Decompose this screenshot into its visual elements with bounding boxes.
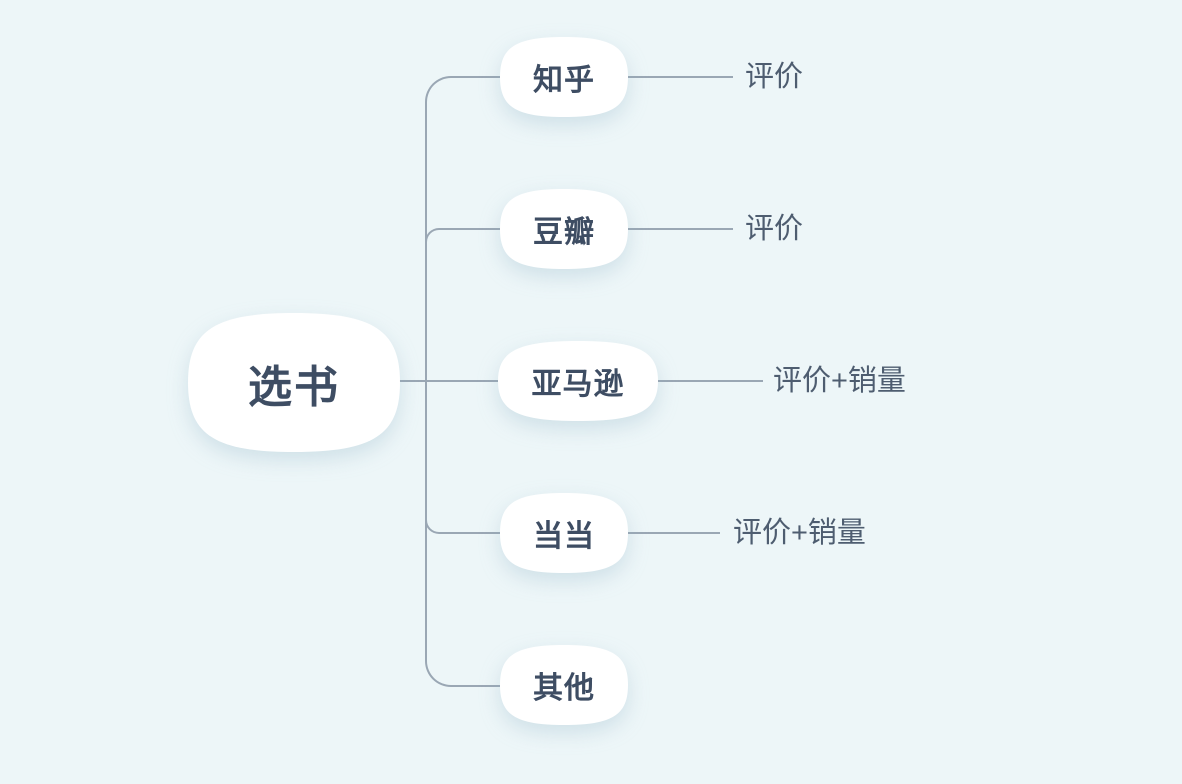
node-label: 亚马逊 [531,368,625,401]
node-amazon[interactable]: 亚马逊 [498,341,658,421]
leaf-label-zhihu[interactable]: 评价 [745,61,804,93]
node-shape [498,341,658,421]
leaf-label-dangdang[interactable]: 评价+销量 [733,517,866,549]
connector-leaf-dangdang [628,532,720,534]
leaf-label-amazon[interactable]: 评价+销量 [773,365,906,397]
node-label: 其他 [533,672,595,705]
node-shape [500,189,628,269]
node-root[interactable]: 选书 [188,313,400,452]
connector-branch-dangdang [425,516,500,534]
node-label: 当当 [533,520,595,553]
node-shape [500,37,628,117]
node-label: 豆瓣 [533,216,595,249]
connector-root-link [398,380,498,382]
connector-leaf-amazon [658,380,763,382]
node-dangdang[interactable]: 当当 [500,493,628,573]
connector-leaf-zhihu [628,76,733,78]
node-shape [500,645,628,725]
node-zhihu[interactable]: 知乎 [500,37,628,117]
node-other[interactable]: 其他 [500,645,628,725]
node-label: 知乎 [533,64,595,97]
node-shape [188,313,400,452]
node-shape [500,493,628,573]
node-douban[interactable]: 豆瓣 [500,189,628,269]
leaf-label-douban[interactable]: 评价 [745,213,804,245]
connector-branch-douban [425,228,500,246]
root-label: 选书 [248,362,340,412]
connector-leaf-douban [628,228,733,230]
